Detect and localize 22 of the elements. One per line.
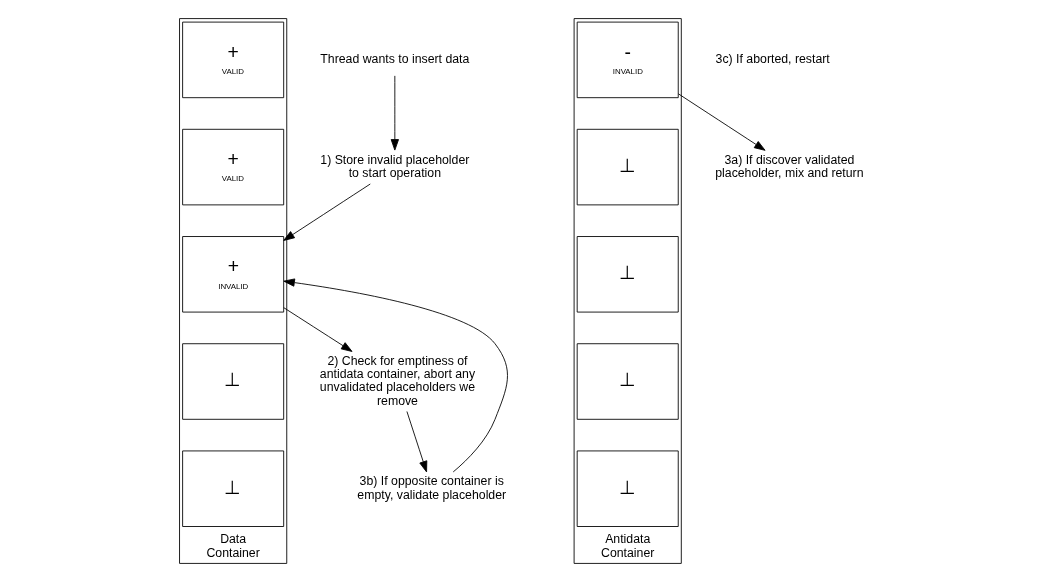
node-box: ⊥ — [181, 450, 284, 527]
arrow — [390, 75, 399, 151]
arrow — [282, 183, 371, 241]
arrow — [282, 307, 352, 352]
node-box: ⊥ — [181, 343, 284, 420]
node-box: ⊥ — [576, 343, 679, 420]
node-box: ⊥ — [576, 128, 679, 206]
arrow — [282, 278, 508, 473]
arrow — [677, 93, 765, 151]
label: 3c) If aborted, restart — [715, 52, 830, 67]
node-box: + INVALID — [181, 236, 284, 313]
node-text: 3b) If opposite container is empty, validate placeholder — [356, 474, 506, 502]
node-box: + VALID — [181, 21, 284, 99]
node-text: 2) Check for emptiness of antidata container, abort any unvalidated placeholders we remove — [319, 353, 475, 408]
node-text: 3a) If discover validated placeholder, mix and return — [714, 152, 864, 180]
node-box: ⊥ — [576, 450, 679, 527]
node-box: ⊥ — [576, 236, 679, 313]
node-text: 1) Store invalid placeholder to start operation — [319, 152, 469, 180]
node-text: Thread wants to insert data — [319, 52, 469, 67]
node-box: - INVALID — [576, 21, 679, 99]
node-box: + VALID — [181, 128, 284, 206]
arrow — [406, 411, 427, 473]
